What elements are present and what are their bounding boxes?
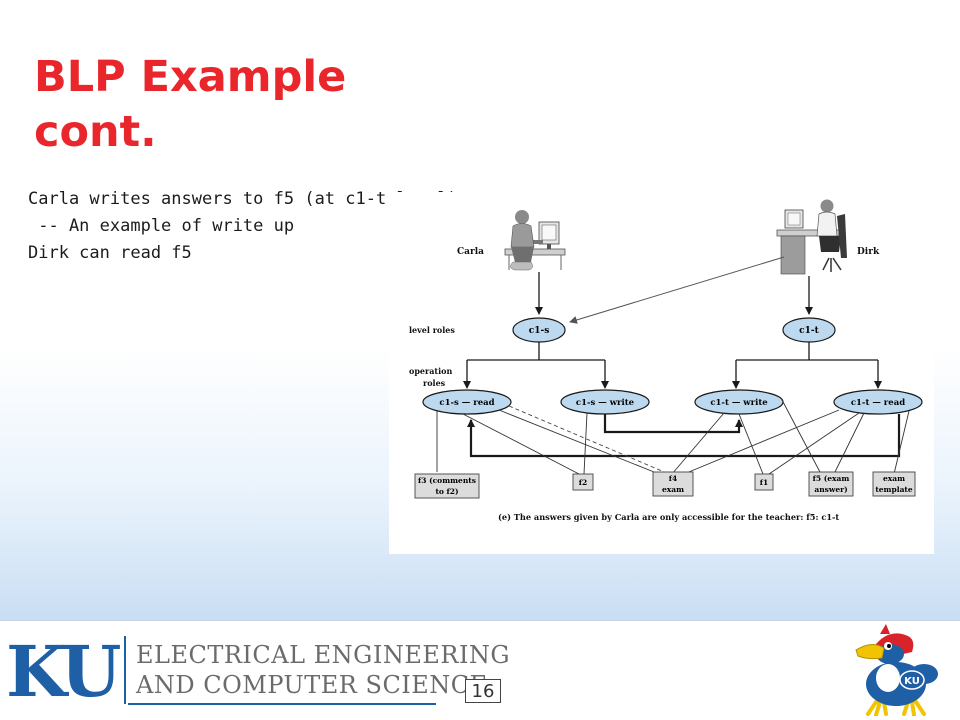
roles-label: roles <box>423 378 446 388</box>
ku-logo-divider <box>124 636 126 704</box>
dirk-to-c1s-arrow <box>569 256 785 324</box>
title-line-1: BLP Example <box>34 52 347 102</box>
carla-person-icon <box>504 210 566 271</box>
carla-label: Carla <box>457 247 484 257</box>
file-f2 <box>572 473 594 491</box>
file-f4 <box>652 471 694 497</box>
dirk-person-icon <box>776 199 847 275</box>
op-role-c1t-read-label: c1-t — read <box>851 398 905 408</box>
file-exam-template-line1: exam <box>883 474 905 483</box>
blp-role-diagram: Carla Dirk level roles operation roles c… <box>389 192 934 554</box>
page-number: 16 <box>465 679 501 703</box>
dashed-link <box>508 405 670 475</box>
file-f1-line1: f1 <box>760 478 768 487</box>
mascot-badge-text: KU <box>904 676 920 687</box>
file-f1 <box>754 473 774 491</box>
file-f5 <box>808 471 854 497</box>
dirk-label: Dirk <box>857 247 880 257</box>
bullet-3: Dirk can read f5 <box>28 243 192 263</box>
c1s-branch-connector <box>463 342 609 389</box>
diagram-svg: Carla Dirk level roles operation roles c… <box>409 199 923 522</box>
op-role-c1t-write-label: c1-t — write <box>710 398 768 408</box>
file-f4-line2: exam <box>662 485 684 494</box>
write-up-arrow <box>603 414 743 434</box>
department-line-2: AND COMPUTER SCIENCE <box>136 671 488 699</box>
bullet-2: -- An example of write up <box>28 216 295 236</box>
read-down-arrow <box>467 414 901 458</box>
op-role-c1s-write-label: c1-s — write <box>576 398 635 408</box>
department-underline <box>128 703 436 705</box>
op-role-c1s-read-label: c1-s — read <box>439 398 494 408</box>
jayhawk-mascot-icon: KU <box>855 624 938 716</box>
department-name: ELECTRICAL ENGINEERING AND COMPUTER SCIE… <box>136 640 510 700</box>
c1t-branch-connector <box>732 342 882 389</box>
operation-label: operation <box>409 366 452 376</box>
footer-divider <box>0 620 960 621</box>
title-line-2: cont. <box>34 107 157 157</box>
department-line-1: ELECTRICAL ENGINEERING <box>136 641 511 669</box>
file-access-links <box>436 397 910 475</box>
ku-logo: KU <box>6 630 121 713</box>
file-exam-template <box>872 471 916 497</box>
file-f5-line2: answer) <box>814 485 847 494</box>
level-role-c1s-label: c1-s <box>529 326 550 336</box>
file-f3-line1: f3 (comments <box>418 476 476 485</box>
file-exam-template-line2: template <box>875 485 913 494</box>
file-f5-line1: f5 (exam <box>813 474 850 483</box>
level-role-c1t-label: c1-t <box>799 326 819 336</box>
figure-caption: (e) The answers given by Carla are only … <box>498 512 839 522</box>
file-f3-line2: to f2) <box>435 487 458 496</box>
file-f4-line1: f4 <box>669 474 677 483</box>
file-f2-line1: f2 <box>579 478 587 487</box>
slide-title: BLP Example cont. <box>34 50 454 160</box>
op-role-c1s-read <box>422 389 512 415</box>
op-role-c1t-read <box>833 389 923 415</box>
file-f3 <box>414 473 480 499</box>
level-roles-label: level roles <box>409 325 455 335</box>
